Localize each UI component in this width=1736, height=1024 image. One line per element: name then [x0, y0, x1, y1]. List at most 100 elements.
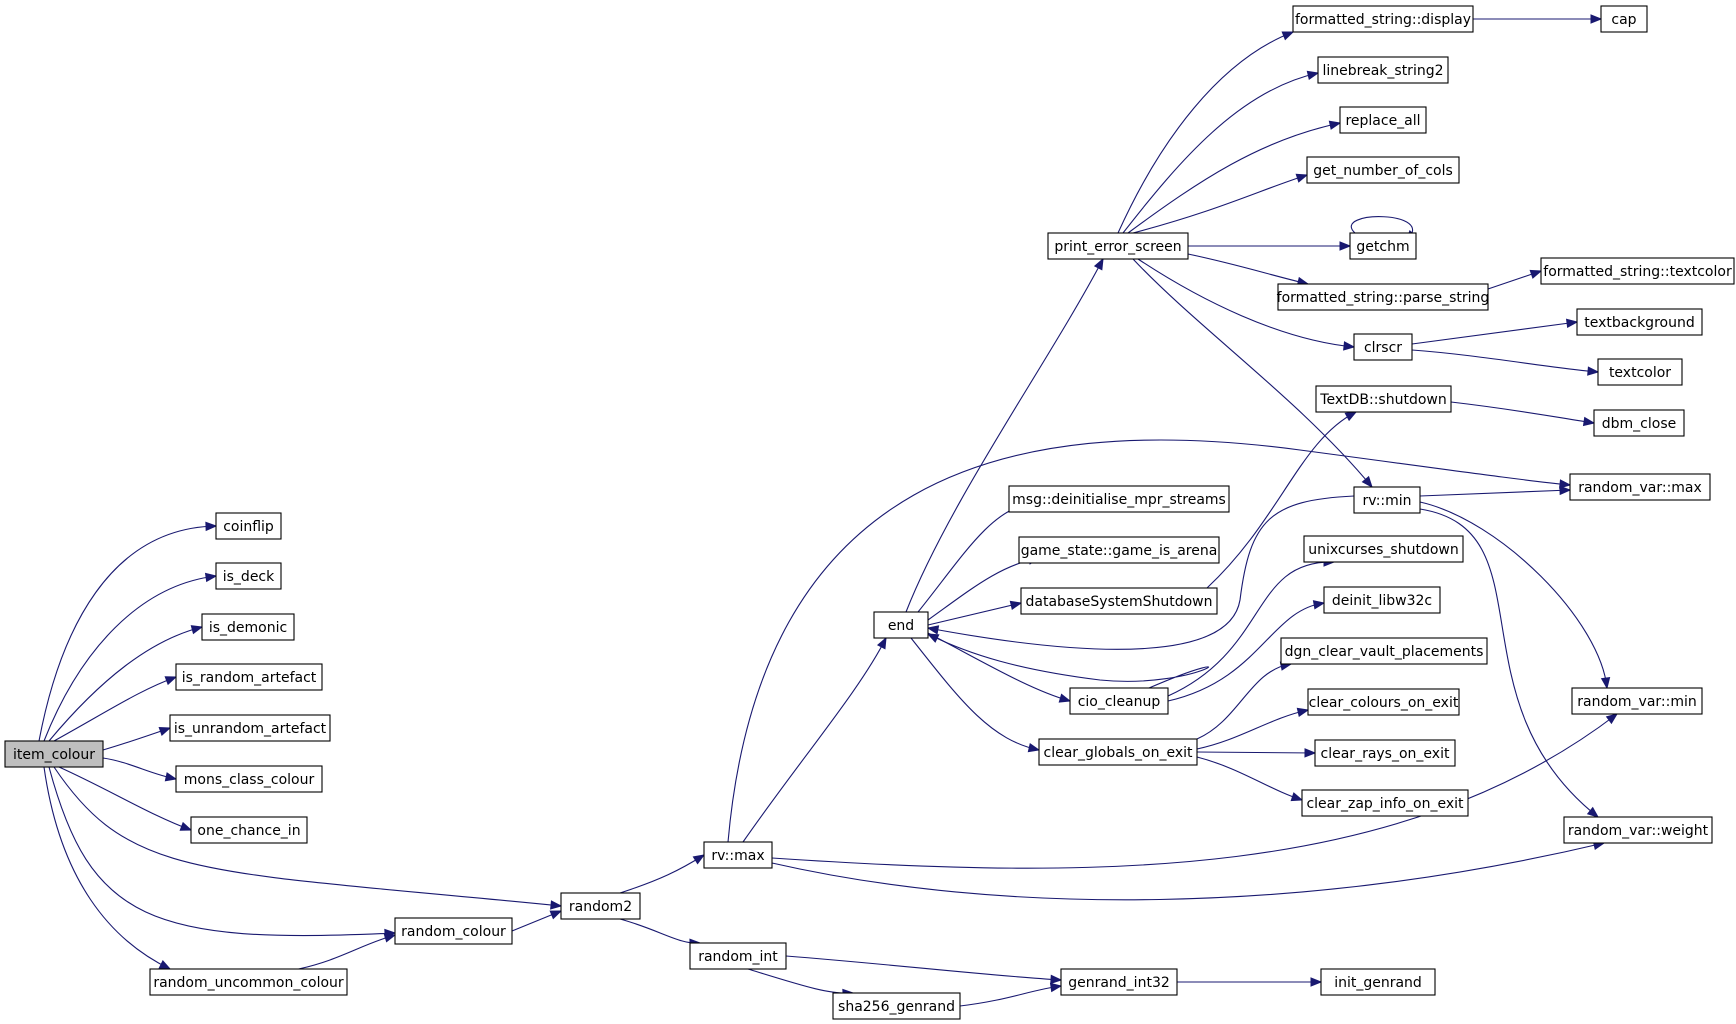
node-label: formatted_string::textcolor [1543, 264, 1732, 280]
arrowhead-icon [1586, 806, 1600, 818]
node-random-var-min[interactable]: random_var::min [1571, 687, 1703, 715]
edge-genrand_int32-to-init_genrand [1177, 977, 1323, 987]
edge-line [58, 766, 192, 831]
node-fs-display[interactable]: formatted_string::display [1292, 5, 1474, 33]
node-dbm-close[interactable]: dbm_close [1593, 409, 1685, 437]
node-coinflip[interactable]: coinflip [215, 512, 282, 540]
node-label: clrscr [1364, 340, 1402, 356]
node-label: random_var::weight [1568, 823, 1709, 839]
node-game-is-arena[interactable]: game_state::game_is_arena [1018, 536, 1220, 564]
edge-rv_min-to-end [926, 495, 1355, 650]
edge-item_colour-to-random_colour [48, 766, 397, 939]
node-random2[interactable]: random2 [560, 892, 641, 920]
node-print-error-screen[interactable]: print_error_screen [1047, 232, 1189, 260]
edge-end-to-databaseSystemShutdown [927, 600, 1023, 626]
node-msg-deinit[interactable]: msg::deinitialise_mpr_streams [1008, 485, 1230, 513]
node-box [1349, 232, 1417, 260]
node-box [1047, 232, 1189, 260]
edge-databaseSystemShutdown-to-textdb_shutdown [1206, 411, 1358, 589]
edge-end-to-print_error_screen [905, 257, 1104, 613]
node-clrscr[interactable]: clrscr [1353, 333, 1413, 361]
node-box [1060, 968, 1178, 996]
node-label: linebreak_string2 [1323, 63, 1444, 79]
edge-item_colour-to-random2 [53, 766, 563, 910]
node-is-unrandom-artefact[interactable]: is_unrandom_artefact [169, 714, 331, 742]
node-getchm[interactable]: getchm [1349, 232, 1417, 260]
node-deinit-libw32c[interactable]: deinit_libw32c [1323, 586, 1441, 614]
node-is-deck[interactable]: is_deck [215, 562, 282, 590]
node-textdb-shutdown[interactable]: TextDB::shutdown [1315, 385, 1452, 413]
node-box [689, 942, 787, 970]
node-fs-parse-string[interactable]: formatted_string::parse_string [1277, 283, 1490, 311]
node-random-var-weight[interactable]: random_var::weight [1563, 816, 1713, 844]
node-box [1277, 283, 1489, 311]
edge-line [1419, 501, 1608, 689]
node-replace-all[interactable]: replace_all [1339, 106, 1427, 134]
arrowhead-icon [1050, 974, 1063, 985]
edge-random2-to-random_int [619, 918, 702, 948]
node-clear-globals-on-exit[interactable]: clear_globals_on_exit [1038, 738, 1198, 766]
node-cio-cleanup[interactable]: cio_cleanup [1069, 687, 1169, 715]
node-is-random-artefact[interactable]: is_random_artefact [175, 663, 323, 691]
edge-random_uncommon_colour-to-random_colour [298, 933, 397, 970]
node-textbackground[interactable]: textbackground [1576, 308, 1703, 336]
node-label: cio_cleanup [1078, 694, 1161, 710]
arrowhead-icon [1306, 70, 1320, 81]
node-box [1353, 333, 1413, 361]
node-unixcurses-shutdown[interactable]: unixcurses_shutdown [1303, 535, 1464, 563]
edge-rv_min-to-random_var_min [1419, 501, 1611, 690]
edge-rv_max-to-random_var_min [771, 713, 1619, 869]
node-label: clear_globals_on_exit [1044, 745, 1194, 761]
node-textcolor[interactable]: textcolor [1597, 358, 1683, 386]
node-cap[interactable]: cap [1600, 5, 1648, 33]
arrowhead-icon [692, 854, 706, 865]
node-label: print_error_screen [1054, 239, 1181, 255]
node-get-number-of-cols[interactable]: get_number_of_cols [1306, 156, 1460, 184]
node-clear-zap-info-on-exit[interactable]: clear_zap_info_on_exit [1301, 789, 1469, 817]
node-one-chance-in[interactable]: one_chance_in [190, 816, 308, 844]
node-random-var-max[interactable]: random_var::max [1569, 473, 1711, 501]
node-item-colour[interactable]: item_colour [4, 740, 104, 768]
node-label: genrand_int32 [1068, 975, 1170, 991]
node-genrand-int32[interactable]: genrand_int32 [1060, 968, 1178, 996]
edge-line [917, 503, 1030, 613]
node-box [832, 992, 961, 1020]
node-linebreak-string2[interactable]: linebreak_string2 [1317, 56, 1449, 84]
node-label: one_chance_in [197, 823, 300, 839]
edge-line [102, 757, 177, 780]
arrowhead-icon [1565, 318, 1579, 329]
node-label: coinflip [223, 519, 274, 535]
node-box [1314, 739, 1456, 767]
node-mons-class-colour[interactable]: mons_class_colour [175, 765, 323, 793]
edge-line [43, 766, 171, 970]
node-box [1597, 358, 1683, 386]
node-random-colour[interactable]: random_colour [394, 917, 513, 945]
node-sha256-genrand[interactable]: sha256_genrand [832, 992, 961, 1020]
node-label: random2 [569, 899, 632, 915]
node-fs-textcolor[interactable]: formatted_string::textcolor [1540, 257, 1735, 285]
node-clear-colours-on-exit[interactable]: clear_colours_on_exit [1307, 688, 1460, 716]
node-label: is_random_artefact [182, 670, 317, 686]
node-rv-min[interactable]: rv::min [1353, 486, 1421, 514]
node-box [1069, 687, 1169, 715]
node-box [1020, 587, 1218, 615]
node-box [1339, 106, 1427, 134]
edge-line [1351, 216, 1414, 242]
edge-cio_cleanup-to-deinit_libw32c [1167, 600, 1326, 702]
node-dgn-clear-vault-placements[interactable]: dgn_clear_vault_placements [1280, 637, 1488, 665]
node-label: rv::max [711, 848, 764, 864]
node-random-uncommon-colour[interactable]: random_uncommon_colour [149, 968, 348, 996]
node-databaseSystemShutdown[interactable]: databaseSystemShutdown [1020, 587, 1218, 615]
node-clear-rays-on-exit[interactable]: clear_rays_on_exit [1314, 739, 1456, 767]
edge-line [927, 495, 1355, 650]
node-is-demonic[interactable]: is_demonic [201, 613, 295, 641]
node-init-genrand[interactable]: init_genrand [1320, 968, 1436, 996]
node-end[interactable]: end [873, 611, 929, 639]
edge-line [102, 727, 171, 751]
node-label: databaseSystemShutdown [1025, 594, 1212, 610]
node-rv-max[interactable]: rv::max [703, 841, 773, 869]
node-box [1008, 485, 1230, 513]
node-random-int[interactable]: random_int [689, 942, 787, 970]
edge-fs_parse_string-to-fs_textcolor [1487, 269, 1543, 290]
